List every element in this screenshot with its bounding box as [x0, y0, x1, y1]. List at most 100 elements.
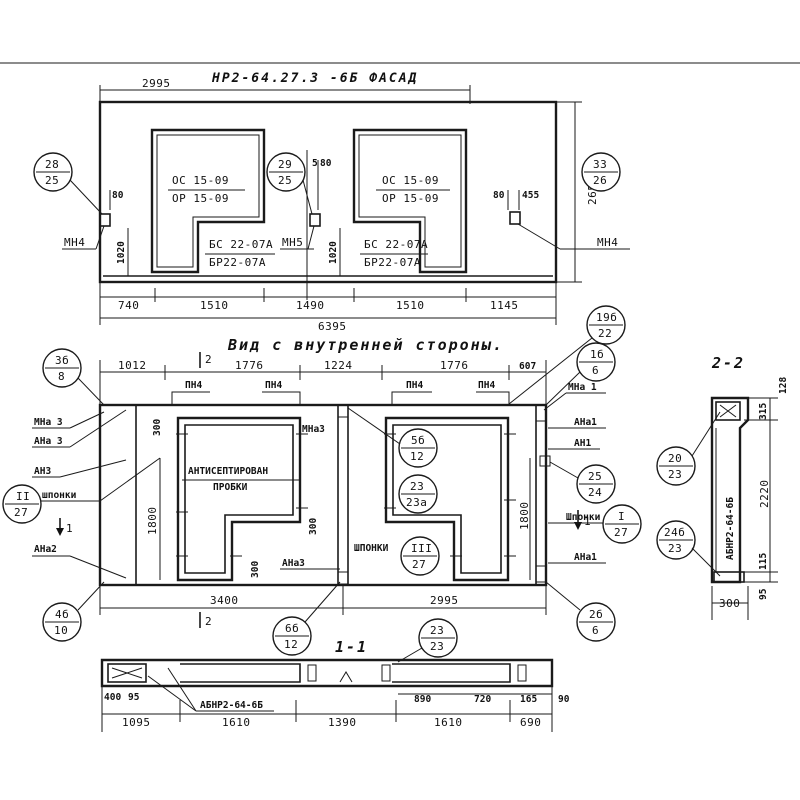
- dim-115: 115: [758, 553, 769, 570]
- ref-circle-24b: 24б 23: [656, 520, 721, 577]
- circle-33-top: 33: [593, 158, 607, 171]
- circle-33-bot: 26: [593, 174, 607, 187]
- facade-panel-outline: [98, 100, 558, 284]
- inner-dim-1776-b: 1776: [440, 359, 469, 372]
- plate: [539, 455, 551, 467]
- dim-300-a: 300: [152, 419, 163, 436]
- facade-window-1: [150, 128, 266, 274]
- inner-dim-2995: 2995: [430, 594, 459, 607]
- circle-20-bot: 23: [668, 468, 682, 481]
- section-2-bot: 2: [205, 615, 212, 628]
- circle-2b-top: 2б: [589, 608, 603, 621]
- dim-300-section: 300: [719, 597, 740, 610]
- facade-dim-top: 2995: [142, 77, 171, 90]
- pn4-2: ПН4: [265, 380, 282, 391]
- leader: [59, 459, 127, 478]
- label-ana1-top: АНа1: [574, 417, 597, 428]
- dim-128: 128: [778, 377, 789, 394]
- leader: [543, 392, 567, 411]
- hatch: [719, 404, 737, 418]
- circle-19b-top: 19б: [596, 311, 617, 324]
- circle-1b-bot: 6: [592, 364, 599, 377]
- ref-circle-19b: 19б 22: [508, 305, 626, 405]
- facade-title: НР2-64.27.3 -6Б ФАСАД: [211, 71, 418, 86]
- ref-circle-3b: 3б 8: [42, 348, 105, 406]
- ref-circle-4b: 4б 10: [42, 581, 105, 642]
- dim-1020-mid: 1020: [328, 241, 339, 264]
- label-mn4-right: МН4: [597, 236, 618, 249]
- circle-6b-bot: 12: [284, 638, 298, 651]
- leader: [262, 391, 301, 405]
- hatch: [111, 667, 143, 679]
- window2-label-bot: ОР 15-09: [382, 192, 439, 205]
- leader: [517, 223, 561, 250]
- dim-80-a: 80: [112, 190, 124, 201]
- leader: [69, 411, 105, 429]
- section-2-2: 2-2 АБНР2-64-6Б 128 315 2220 115 95 300 …: [656, 354, 789, 620]
- dim-690: 690: [520, 716, 541, 729]
- circle-25-bot: 24: [588, 486, 602, 499]
- circle-23s-bot: 23: [430, 640, 444, 653]
- dim-1510-a: 1510: [200, 299, 229, 312]
- ref-circle-33: 33 26: [581, 152, 621, 192]
- ref-circle-28: 28 25: [33, 152, 103, 215]
- circle-II-top: II: [16, 490, 30, 503]
- dim-1510-b: 1510: [396, 299, 425, 312]
- dim-315: 315: [758, 403, 769, 420]
- circle-5b-bot: 12: [410, 450, 424, 463]
- dim-1800-right: 1800: [518, 502, 531, 531]
- section-1-1-title: 1-1: [335, 638, 368, 656]
- section-2-top: 2: [205, 353, 212, 366]
- ref-circle-I: I 27: [602, 504, 642, 544]
- leader: [476, 391, 510, 405]
- antiseptic-label-1: АНТИСЕПТИРОВАН: [188, 466, 268, 477]
- circle-2b-bot: 6: [592, 624, 599, 637]
- pn4-1: ПН4: [185, 380, 202, 391]
- inner-opening-1: [176, 416, 302, 582]
- ref-circle-29: 29 25: [266, 152, 313, 215]
- label-ana3: АНа 3: [34, 436, 63, 447]
- window-inner: [358, 134, 462, 268]
- circle-19b-bot: 22: [598, 327, 612, 340]
- plate-mn4-right: [509, 211, 521, 225]
- window2-label-top: ОС 15-09: [382, 174, 439, 187]
- inner-dim-1012: 1012: [118, 359, 147, 372]
- label-ana1-bot: АНа1: [574, 552, 597, 563]
- ref-circle-1b: 1б 6: [545, 342, 616, 406]
- plug: [307, 664, 317, 682]
- window-inner: [156, 134, 260, 268]
- antiseptic-plugs: [176, 433, 516, 557]
- plate: [337, 571, 349, 585]
- dim-740: 740: [118, 299, 139, 312]
- section-2-2-title: 2-2: [711, 354, 745, 372]
- dim-80-c: 80: [493, 190, 505, 201]
- ref-circle-II: II 27: [2, 484, 42, 524]
- circle-I-bot: 27: [614, 526, 628, 539]
- window1-label-top: ОС 15-09: [172, 174, 229, 187]
- dim-80-b: 80: [320, 158, 332, 169]
- circle-I-top: I: [618, 510, 625, 523]
- ref-circle-23-section: 23 23: [397, 618, 458, 663]
- ref-circle-6b: 6б 12: [272, 581, 341, 656]
- leader: [69, 409, 127, 448]
- dim-300-b: 300: [308, 518, 319, 535]
- dim-1095: 1095: [122, 716, 151, 729]
- window1-label-bot: ОР 15-09: [172, 192, 229, 205]
- label-mna1: МНа 1: [568, 382, 597, 393]
- leader: [95, 225, 105, 250]
- dim-1020-left: 1020: [116, 241, 127, 264]
- inner-title: Вид с внутренней стороны.: [227, 336, 504, 354]
- section-1-1: 1-1 400 95 890 720 165 90 АБНР2-64-6Б 10…: [100, 618, 570, 732]
- circle-29-bot: 25: [278, 174, 292, 187]
- label-mna3: МНа 3: [34, 417, 63, 428]
- dim-165: 165: [520, 694, 537, 705]
- dim-95-s: 95: [128, 692, 140, 703]
- label-shponki-left: шпонки: [42, 490, 77, 501]
- circle-23-bot: 23а: [406, 496, 427, 509]
- label-mn5: МН5: [282, 236, 303, 249]
- circle-24b-top: 24б: [664, 526, 685, 539]
- dim-1800-left: 1800: [146, 507, 159, 536]
- label-mna3-mid: МНа3: [302, 424, 325, 435]
- label-an3: АН3: [34, 466, 51, 477]
- leader: [391, 391, 432, 405]
